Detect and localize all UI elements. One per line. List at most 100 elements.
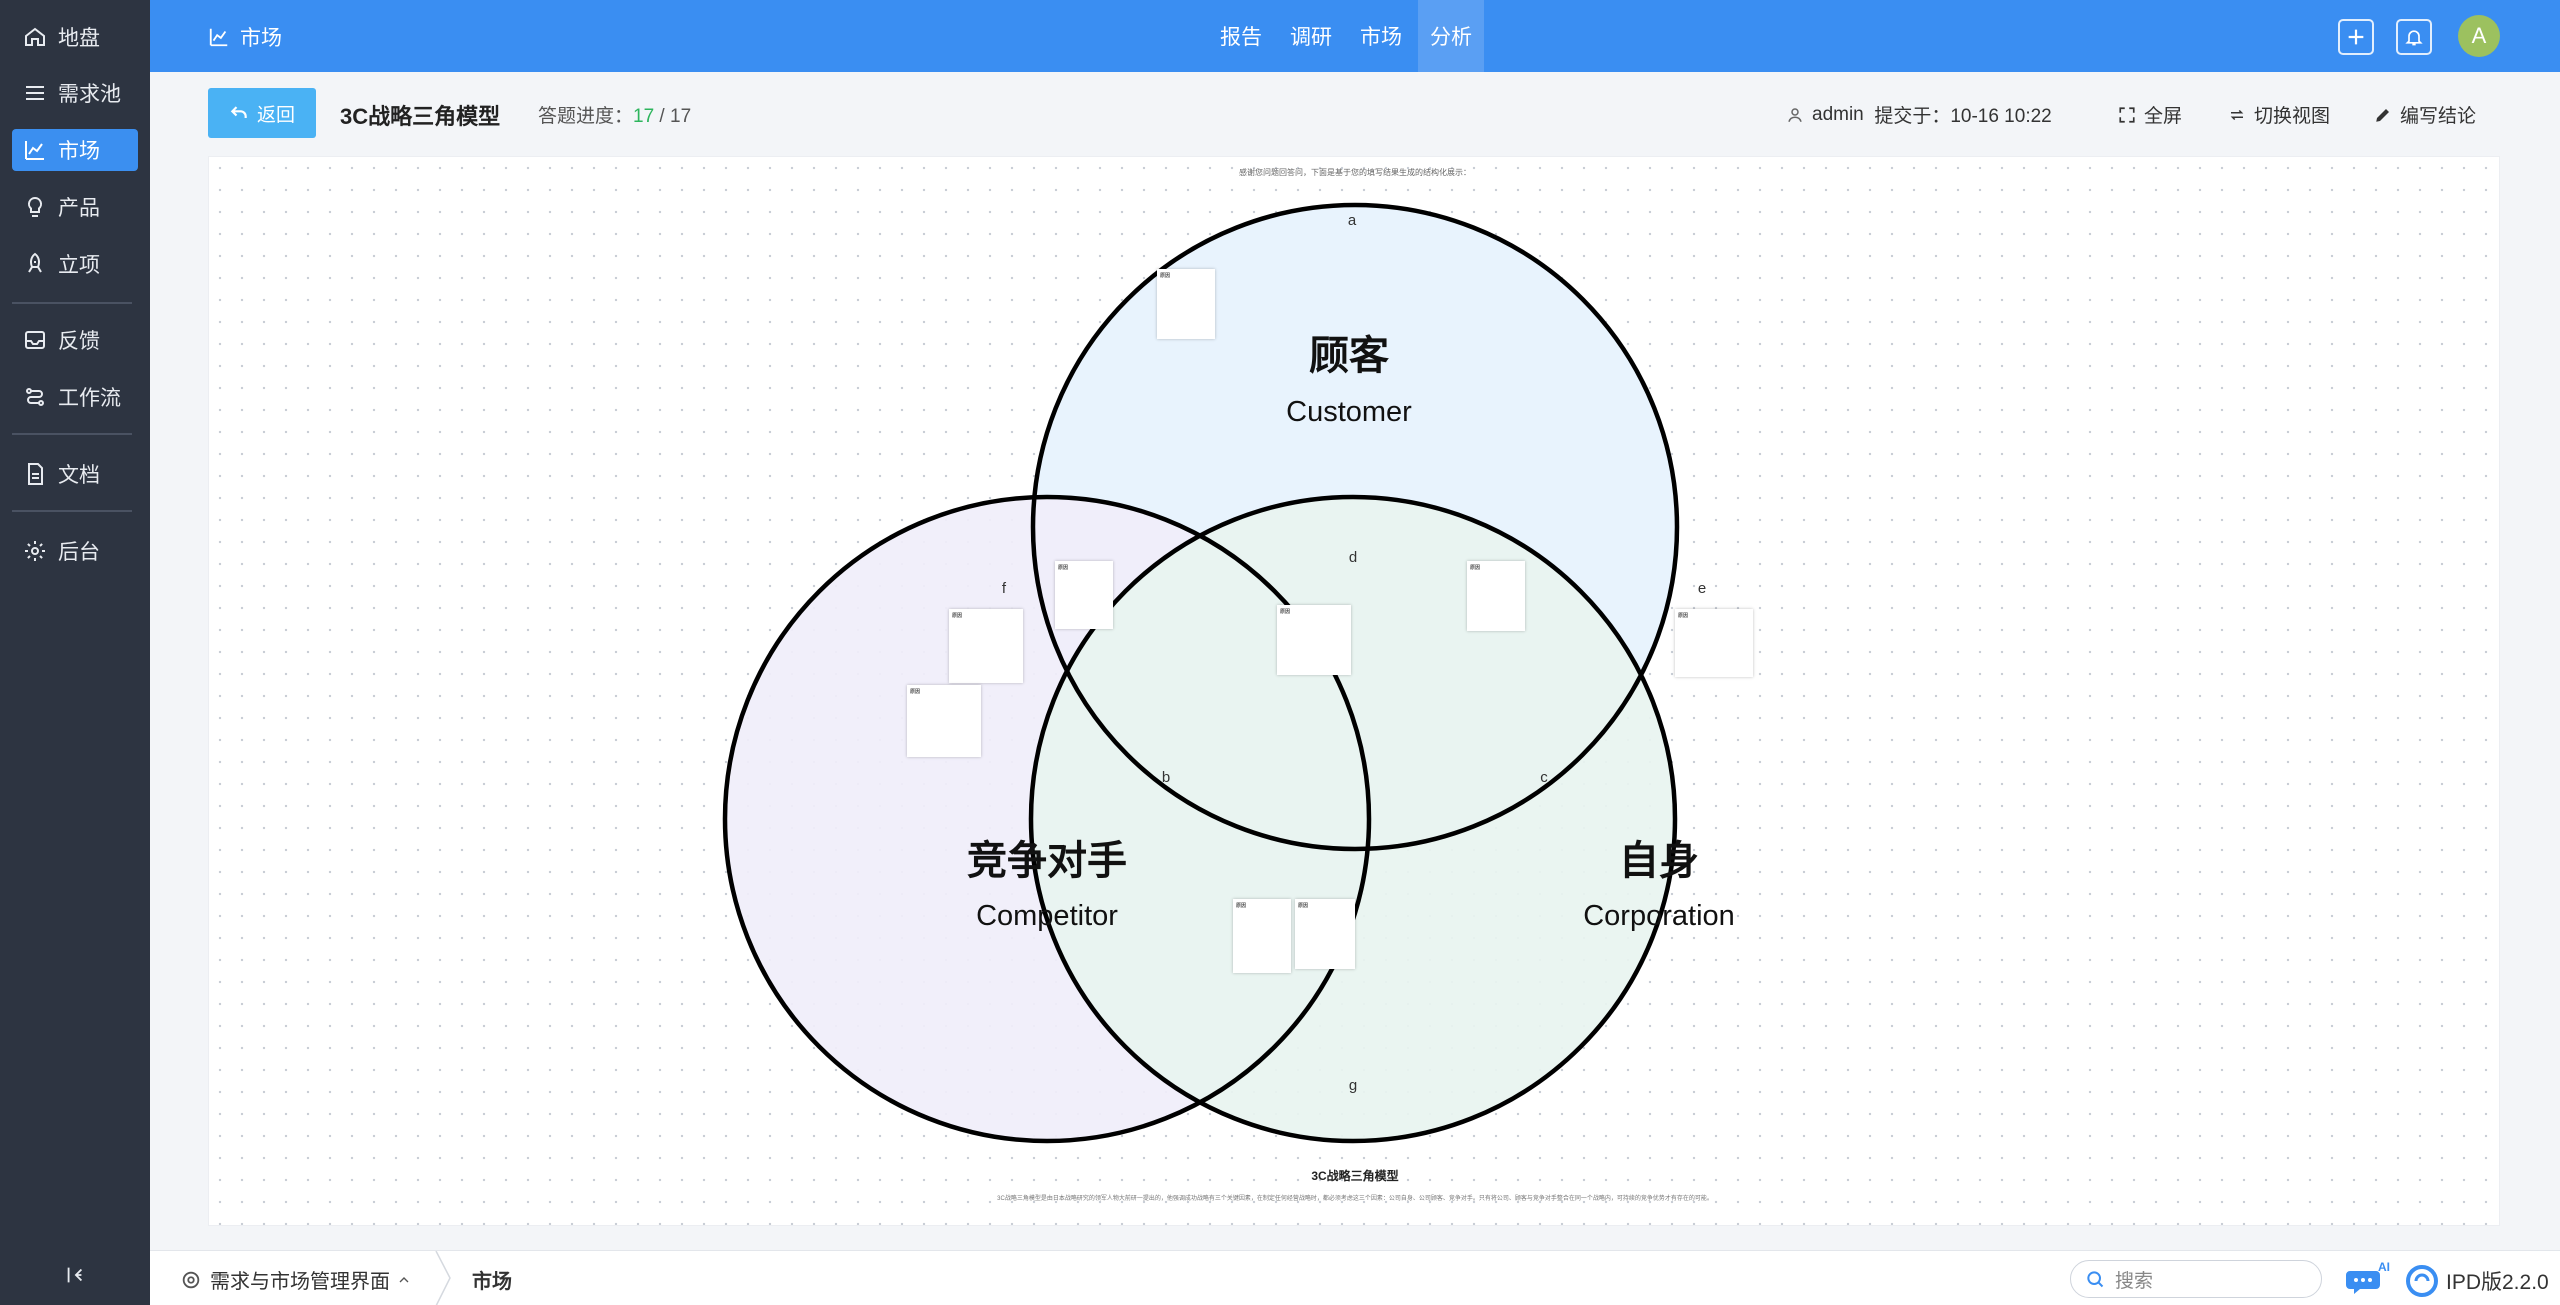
pencil-icon (2376, 108, 2389, 122)
submitter-info: admin 提交于：10-16 10:22 (1786, 101, 2052, 128)
sidebar-item-admin[interactable]: 后台 (12, 530, 138, 572)
answer-note-f-2[interactable]: 原因 (907, 685, 981, 757)
diagram-caption-text: 3C战略三角模型是由日本战略研究的领军人物大前研一提出的，他强调成功战略有三个关… (997, 1194, 1713, 1202)
sidebar-collapse-icon[interactable] (62, 1262, 88, 1288)
sidebar-item-label: 后台 (58, 541, 100, 564)
submitter-name: admin (1812, 103, 1864, 125)
plus-icon (2348, 29, 2364, 45)
sidebar-item-project[interactable]: 立项 (12, 243, 138, 285)
tab-report[interactable]: 报告 (1220, 26, 1262, 49)
submit-time: 提交于：10-16 10:22 (1874, 106, 2052, 127)
sidebar-item-feedback[interactable]: 反馈 (12, 319, 138, 361)
ipd-logo-icon (2406, 1265, 2438, 1297)
region-label-g: g (1349, 1077, 1357, 1094)
chart-line-icon (209, 28, 228, 47)
ai-badge: AI (2378, 1261, 2390, 1274)
competitor-label-zh: 竞争对手 (967, 838, 1127, 884)
sidebar-item-dashboard[interactable]: 地盘 (12, 16, 138, 58)
undo-arrow-icon (230, 106, 247, 118)
bell-icon (2405, 30, 2423, 46)
ai-assistant-icon[interactable]: AI (2346, 1260, 2390, 1302)
region-label-b: b (1162, 769, 1170, 786)
corporation-circle (1031, 497, 1675, 1141)
chart-line-icon (22, 137, 48, 163)
home-icon (22, 24, 48, 50)
answer-progress: 答题进度：17 / 17 (538, 106, 692, 127)
swap-icon (2230, 109, 2244, 120)
answer-note-a[interactable]: 原因 (1157, 269, 1215, 339)
progress-total: 17 (670, 106, 692, 127)
customer-circle-outline (1030, 202, 1680, 852)
sidebar-item-label: 产品 (58, 197, 100, 220)
region-label-a: a (1348, 212, 1357, 229)
customer-label-en: Customer (1286, 396, 1412, 428)
breadcrumb[interactable]: 市场 (472, 1271, 512, 1293)
answer-note-competitor-customer[interactable]: 原因 (1055, 561, 1113, 629)
corporation-label-zh: 自身 (1619, 838, 1699, 884)
avatar[interactable]: A (2458, 15, 2500, 57)
sidebar-item-product[interactable]: 产品 (12, 186, 138, 228)
competitor-circle-outline (722, 494, 1372, 1144)
sidebar-item-market[interactable]: 市场 (12, 129, 138, 171)
sidebar-item-label: 地盘 (58, 27, 100, 50)
sidebar-item-docs[interactable]: 文档 (12, 453, 138, 495)
region-label-c: c (1540, 769, 1548, 786)
answer-note-d[interactable]: 原因 (1277, 605, 1351, 675)
answer-note-g-2[interactable]: 原因 (1295, 899, 1355, 969)
sidebar-item-label: 需求池 (58, 83, 121, 106)
write-conclusion-button[interactable]: 编写结论 (2374, 101, 2476, 128)
fullscreen-button[interactable]: 全屏 (2118, 101, 2182, 128)
inbox-icon (22, 327, 48, 353)
sidebar-divider (12, 433, 132, 435)
bottom-bar: 需求与市场管理界面 市场 搜索 AI IPD版2.2.0 (150, 1250, 2560, 1305)
answer-note-customer-corporation[interactable]: 原因 (1467, 561, 1525, 631)
venn-diagram: 感谢您问题回答问，下面是基于您的填写结果生成的结构化展示： 顾客 Custome… (722, 167, 1735, 1202)
breadcrumb-separator (435, 1251, 451, 1305)
sidebar-divider (12, 302, 132, 304)
back-button[interactable]: 返回 (208, 88, 316, 138)
top-bar: 市场 报告 调研 市场 分析 A (150, 0, 2560, 72)
answer-note-g-1[interactable]: 原因 (1233, 899, 1291, 973)
tab-research[interactable]: 调研 (1290, 26, 1332, 49)
region-label-f: f (1002, 580, 1007, 597)
diagram-canvas[interactable]: 感谢您问题回答问，下面是基于您的填写结果生成的结构化展示： 顾客 Custome… (208, 156, 2500, 1226)
workflow-icon (22, 384, 48, 410)
diagram-hint: 感谢您问题回答问，下面是基于您的填写结果生成的结构化展示： (1239, 167, 1471, 177)
corporation-label-en: Corporation (1583, 900, 1735, 932)
sidebar-item-demand-pool[interactable]: 需求池 (12, 72, 138, 114)
search-input[interactable]: 搜索 (2070, 1260, 2322, 1298)
diagram-caption-title: 3C战略三角模型 (1311, 1168, 1398, 1183)
workspace-switcher[interactable]: 需求与市场管理界面 (180, 1265, 412, 1294)
region-label-e: e (1698, 580, 1706, 597)
corporation-circle-outline (1028, 494, 1678, 1144)
answer-note-e[interactable]: 原因 (1675, 609, 1753, 677)
list-icon (22, 80, 48, 106)
settings-wheel-icon (182, 1271, 200, 1288)
tab-market[interactable]: 市场 (1360, 26, 1402, 49)
version-label: IPD版2.2.0 (2406, 1265, 2549, 1297)
sidebar-item-label: 立项 (58, 254, 100, 277)
sidebar-item-workflow[interactable]: 工作流 (12, 376, 138, 418)
top-tabs: 报告 调研 市场 分析 (1208, 0, 1488, 72)
notifications-button[interactable] (2396, 19, 2432, 55)
switch-view-button[interactable]: 切换视图 (2228, 101, 2330, 128)
sidebar-item-label: 反馈 (58, 330, 100, 353)
tab-analysis[interactable]: 分析 (1418, 0, 1484, 72)
page-title: 3C战略三角模型 (340, 104, 501, 129)
sidebar-item-label: 工作流 (58, 387, 121, 410)
customer-label-zh: 顾客 (1309, 333, 1389, 379)
rocket-icon (22, 251, 48, 277)
answer-note-f[interactable]: 原因 (949, 609, 1023, 683)
gear-icon (22, 538, 48, 564)
sidebar-item-label: 市场 (58, 140, 100, 163)
region-label-d: d (1349, 549, 1357, 566)
user-icon (1788, 107, 1802, 122)
chevron-up-icon (399, 1276, 409, 1282)
lightbulb-icon (22, 194, 48, 220)
sidebar: 地盘 需求池 市场 产品 立项 反馈 工作流 文档 后台 (0, 0, 150, 1305)
progress-done: 17 (633, 106, 655, 127)
module-title: 市场 (208, 22, 282, 52)
fullscreen-icon (2119, 106, 2135, 123)
add-button[interactable] (2338, 19, 2374, 55)
sidebar-item-label: 文档 (58, 464, 100, 487)
